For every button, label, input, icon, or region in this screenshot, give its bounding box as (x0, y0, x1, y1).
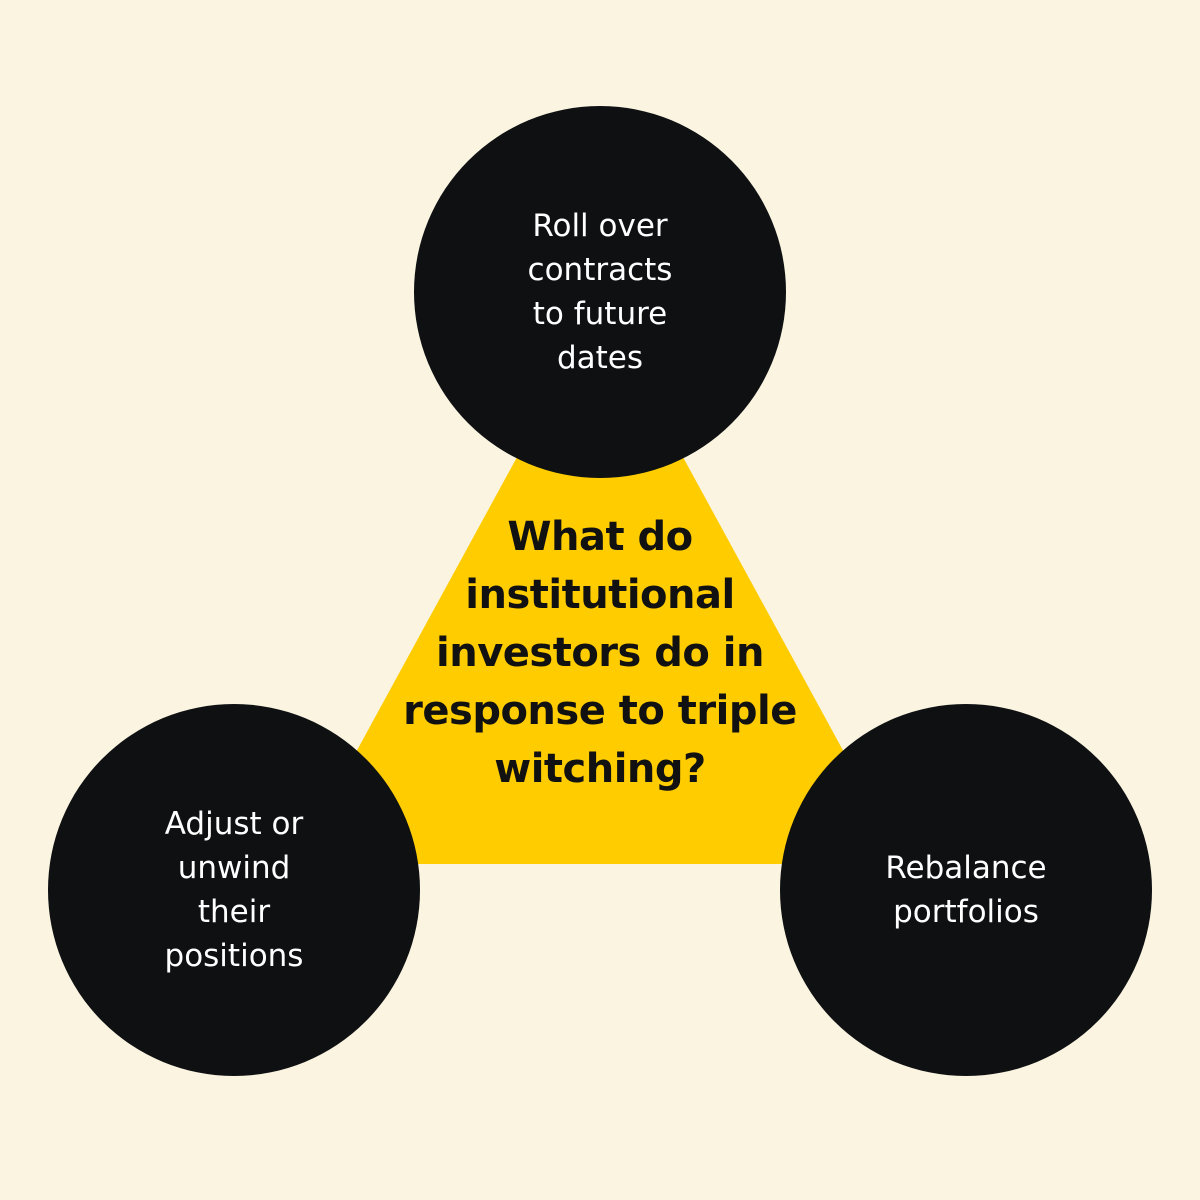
node-label-right: Rebalance portfolios (885, 850, 1047, 930)
node-label-top: Roll over contracts to future dates (527, 208, 673, 376)
node-rebalance-portfolios: Rebalance portfolios (780, 704, 1152, 1076)
central-question: What do institutional investors do in re… (403, 514, 797, 792)
node-roll-over-contracts: Roll over contracts to future dates (414, 106, 786, 478)
center-triangle (295, 305, 905, 864)
node-adjust-positions: Adjust or unwind their positions (48, 704, 420, 1076)
node-label-left: Adjust or unwind their positions (164, 806, 304, 974)
